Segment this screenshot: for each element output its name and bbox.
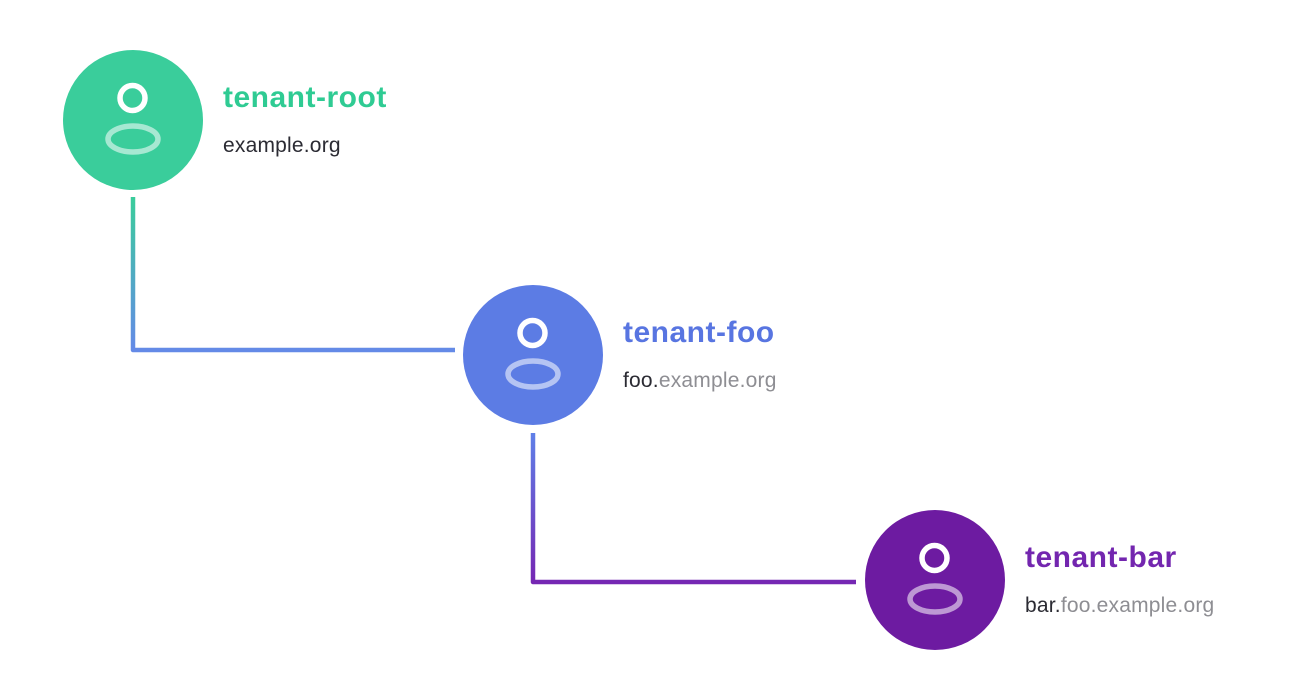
- tenant-domain-primary: example.org: [223, 134, 341, 157]
- tenant-foo-avatar: [463, 285, 603, 425]
- tenant-domain-primary: bar.: [1025, 594, 1061, 617]
- tenant-domain: bar.foo.example.org: [1025, 594, 1214, 618]
- tenant-domain-secondary: example.org: [658, 369, 777, 392]
- person-icon: [907, 542, 963, 615]
- person-icon: [505, 317, 561, 390]
- connector-foo-to-bar: [530, 433, 856, 585]
- connector-root-to-foo: [130, 197, 455, 353]
- tenant-bar-avatar: [865, 510, 1005, 650]
- tenant-name: tenant-foo: [623, 316, 775, 349]
- tenant-name: tenant-root: [223, 81, 387, 114]
- tenant-root-avatar: [63, 50, 203, 190]
- tenant-domain-primary: foo.: [623, 369, 659, 392]
- tenant-domain-secondary: foo.example.org: [1060, 594, 1215, 617]
- tenant-name: tenant-bar: [1025, 541, 1177, 574]
- tenant-domain: foo.example.org: [623, 369, 777, 393]
- tenant-domain: example.org: [223, 134, 387, 158]
- person-icon: [105, 82, 161, 155]
